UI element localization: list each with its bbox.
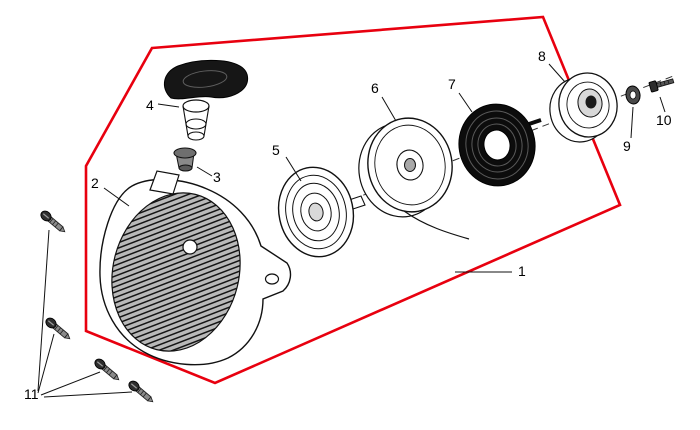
- assembly-boundary-outline: [84, 15, 622, 385]
- leader-7: [458, 92, 473, 113]
- part-5-rope-pulley: [277, 166, 366, 258]
- leader-10: [659, 96, 666, 113]
- part-label-1: 1: [518, 263, 526, 279]
- leader-11a: [37, 229, 50, 392]
- housing-top-tab: [149, 170, 180, 195]
- part-label-11: 11: [24, 386, 39, 402]
- part-4-starter-grip: [163, 59, 249, 141]
- part-10-bolt: [648, 78, 675, 93]
- screw-2: [43, 315, 74, 343]
- part-label-9: 9: [623, 138, 631, 154]
- part-label-8: 8: [538, 48, 546, 64]
- leader-5: [285, 156, 302, 182]
- part-2-starter-housing: [99, 170, 292, 366]
- part-label-3: 3: [213, 169, 221, 185]
- screw-3: [92, 356, 123, 384]
- leader-11c: [40, 371, 101, 396]
- rope-guide-hole: [182, 239, 198, 255]
- leader-8: [548, 63, 566, 83]
- leader-2: [103, 187, 130, 207]
- mounting-lug-hole: [264, 273, 280, 285]
- leader-11d: [43, 391, 133, 398]
- part-label-6: 6: [371, 80, 379, 96]
- part-7-rewind-spring: [458, 103, 542, 187]
- part-8-starter-cup: [549, 72, 618, 143]
- part-label-5: 5: [272, 142, 280, 158]
- leader-9: [630, 106, 634, 139]
- part-label-7: 7: [448, 76, 456, 92]
- part-9-washer: [625, 85, 641, 105]
- part-3-bushing: [173, 147, 197, 172]
- part-label-4: 4: [146, 97, 154, 113]
- leader-lines: [37, 63, 666, 398]
- part-6-starter-reel: [358, 117, 470, 240]
- part-label-10: 10: [656, 112, 672, 128]
- spring-hook: [528, 118, 542, 126]
- starter-rope: [403, 210, 470, 240]
- screw-1: [38, 208, 69, 236]
- leader-6: [381, 96, 397, 122]
- leader-4: [157, 103, 180, 108]
- leader-11b: [37, 333, 55, 394]
- part-label-2: 2: [91, 175, 99, 191]
- leader-3: [196, 166, 213, 177]
